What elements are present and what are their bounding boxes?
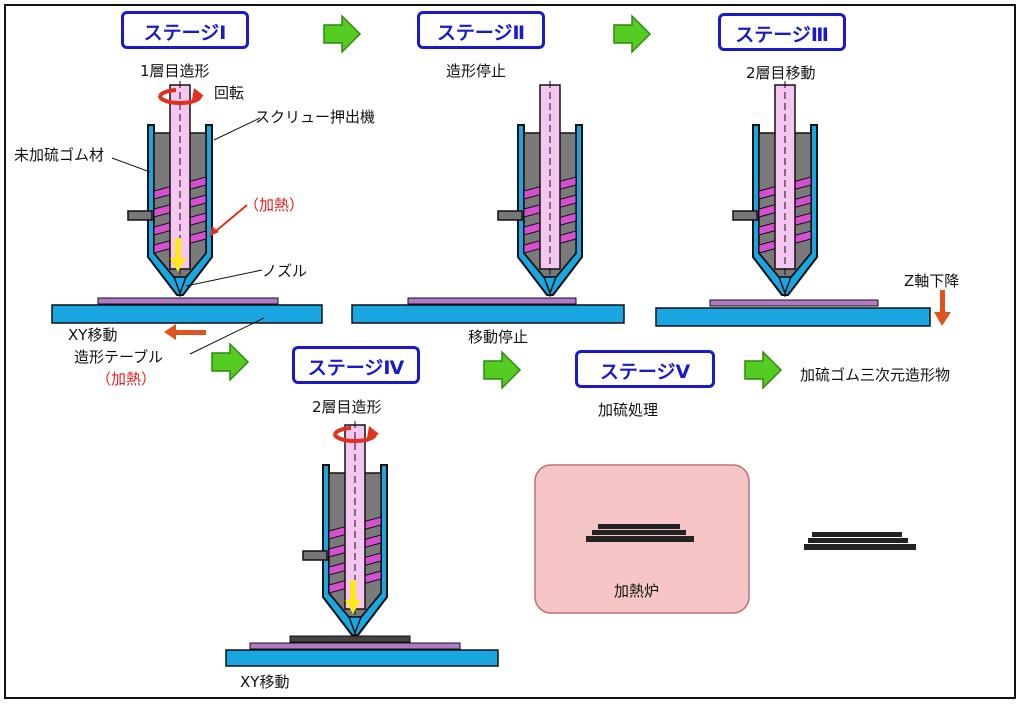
stage3-title: ステージⅢ [718, 13, 846, 51]
stage2-title: ステージⅡ [417, 11, 545, 49]
z-down-label: Z軸下降 [904, 272, 960, 290]
table-heating-label: （加熱） [96, 370, 157, 388]
stage4-xy-move-label: XY移動 [240, 673, 290, 691]
stage1-caption: 1層目造形 [140, 62, 210, 80]
stage4-title: ステージⅣ [292, 346, 420, 384]
furnace-label: 加熱炉 [614, 582, 660, 600]
xy-move-label: XY移動 [68, 326, 118, 344]
rotation-label: 回転 [214, 84, 245, 102]
stage3-extruder [732, 80, 818, 306]
stage4-table [225, 635, 499, 667]
z-down-arrow [934, 290, 951, 326]
heating-label: （加熱） [244, 196, 305, 214]
furnace [534, 464, 750, 614]
flow-arrow-5 [744, 351, 782, 389]
stage3-caption: 2層目移動 [746, 64, 816, 82]
flow-arrow-1 [323, 15, 361, 53]
stage2-caption: 造形停止 [446, 62, 507, 80]
flow-arrow-4 [483, 351, 521, 389]
vulcanized-product [804, 532, 916, 550]
stage1-table [51, 297, 323, 324]
table-label: 造形テーブル [74, 348, 164, 366]
flow-arrow-2 [613, 15, 651, 53]
stage5-title: ステージⅤ [575, 350, 715, 388]
xy-move-arrow [164, 324, 206, 340]
stage1-leader-lines [111, 117, 265, 355]
stage4-caption: 2層目造形 [312, 398, 382, 416]
stop-move-label: 移動停止 [468, 328, 529, 346]
flow-arrow-3 [211, 343, 249, 381]
raw-rubber-label: 未加硫ゴム材 [14, 146, 105, 164]
stage4-extruder [302, 420, 388, 646]
stage2-table [351, 297, 625, 324]
stage5-caption: 加硫処理 [598, 401, 659, 419]
extruder-label: スクリュー押出機 [255, 108, 376, 126]
stage2-extruder [497, 80, 583, 306]
nozzle-label: ノズル [262, 262, 308, 280]
stage3-table [655, 299, 931, 327]
product-label: 加硫ゴム三次元造形物 [800, 366, 951, 384]
stage1-title: ステージⅠ [121, 11, 249, 49]
stage1-extruder [127, 80, 213, 306]
